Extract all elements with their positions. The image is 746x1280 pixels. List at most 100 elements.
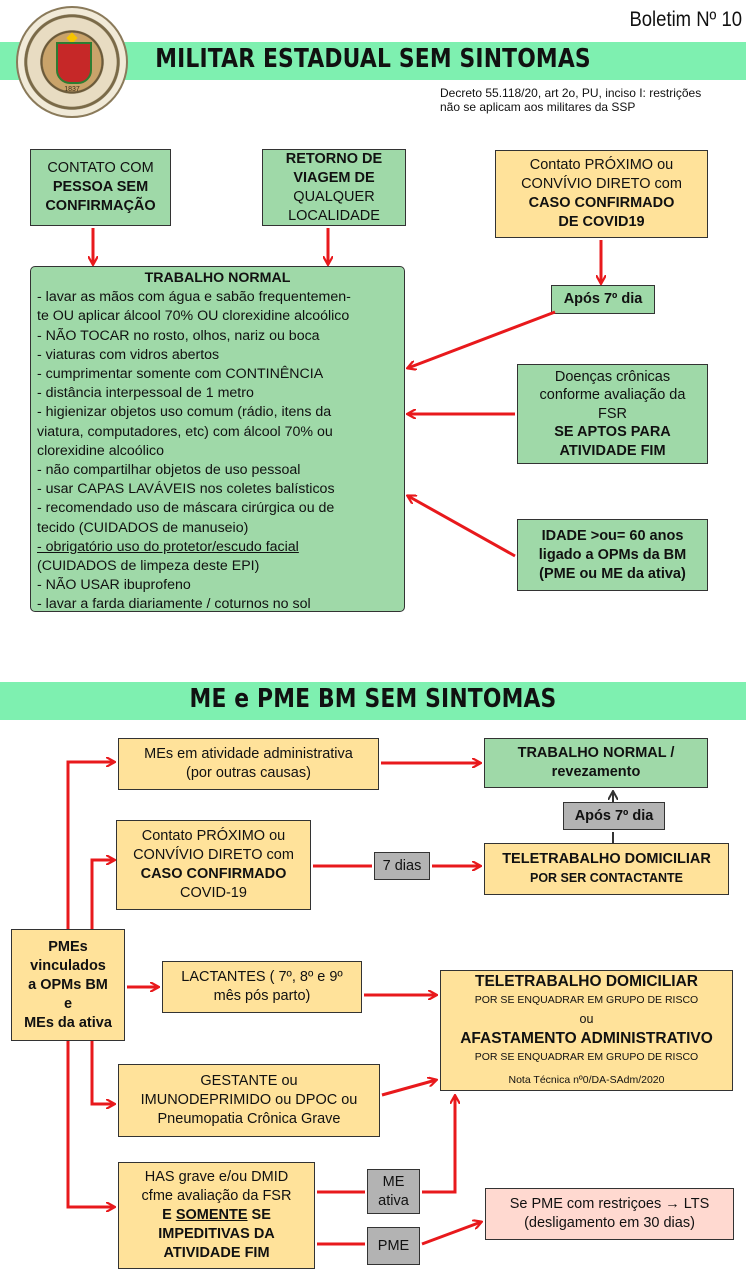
box-line: GESTANTE ou (200, 1073, 298, 1089)
idade-box: IDADE >ou= 60 anos ligado a OPMs da BM (… (517, 519, 708, 591)
trabalho-revezamento-box: TRABALHO NORMAL / revezamento (484, 738, 708, 788)
box-line: (por outras causas) (186, 765, 311, 781)
contato-proximo-box: Contato PRÓXIMO ou CONVÍVIO DIRETO com C… (495, 150, 708, 238)
contato-sem-confirmacao-box: CONTATO COM PESSOA SEM CONFIRMAÇÃO (30, 149, 171, 226)
has-se: SE (251, 1207, 271, 1223)
decree-note: Decreto 55.118/20, art 2o, PU, inciso I:… (440, 86, 740, 114)
decree-line: Decreto 55.118/20, art 2o, PU, inciso I:… (440, 86, 702, 100)
rule-line: - não compartilhar objetos de uso pessoa… (37, 462, 301, 479)
rule-line: te OU aplicar álcool 70% OU clorexidine … (37, 308, 350, 325)
box-line: vinculados (30, 957, 106, 974)
box-line: POR SE ENQUADRAR EM GRUPO DE RISCO (474, 993, 699, 1006)
box-line: E SOMENTE SE (162, 1206, 271, 1225)
arrow-pmes-to-gestante (90, 1041, 114, 1104)
box-line: QUALQUER (293, 188, 375, 205)
box-line: revezamento (551, 764, 641, 780)
lts-box: Se PME com restriçoes → LTS (desligament… (485, 1188, 734, 1240)
trabalho-normal-title: TRABALHO NORMAL (144, 270, 291, 286)
teletrabalho-risco-box: TELETRABALHO DOMICILIAR POR SE ENQUADRAR… (440, 970, 733, 1091)
seal-shield-icon (56, 42, 92, 84)
rule-line: - distância interpessoal de 1 metro (37, 385, 254, 402)
sete-dias-tag: 7 dias (374, 852, 430, 880)
apos-7-dia-label: Após 7º dia (551, 285, 655, 314)
box-line: TELETRABALHO DOMICILIAR (474, 972, 698, 990)
arrow-idade-to-trabalho (408, 496, 516, 558)
rule-line: - lavar as mãos com água e sabão frequen… (37, 289, 351, 306)
brigada-militar-seal-icon: 1837 (16, 6, 128, 118)
has-somente: SOMENTE (175, 1207, 248, 1223)
box-line: TRABALHO NORMAL / (517, 745, 675, 761)
arrow-pmes-to-contato (90, 860, 114, 929)
box-line: ativa (378, 1192, 409, 1209)
box-line: IMPEDITIVAS DA (158, 1226, 275, 1242)
box-line: Se PME com restriçoes → LTS (509, 1196, 710, 1212)
gestante-box: GESTANTE ou IMUNODEPRIMIDO ou DPOC ou Pn… (118, 1064, 380, 1137)
arrow-apos7-to-trabalho (408, 310, 556, 368)
box-line: CONFIRMAÇÃO (45, 198, 156, 214)
rule-line: - viaturas com vidros abertos (37, 346, 220, 363)
box-line: POR SE ENQUADRAR EM GRUPO DE RISCO (474, 1050, 699, 1063)
lactantes-box: LACTANTES ( 7º, 8º e 9º mês pós parto) (162, 961, 362, 1013)
box-line: MEs da ativa (24, 1014, 112, 1031)
box-line: HAS grave e/ou DMID (144, 1169, 289, 1185)
rule-line: tecido (CUIDADOS de manuseio) (37, 519, 249, 536)
box-line: Nota Técnica nº0/DA-SAdm/2020 (508, 1073, 665, 1086)
rule-line: - usar CAPAS LAVÁVEIS nos coletes balíst… (37, 481, 335, 498)
box-line: SE APTOS PARA (554, 424, 671, 441)
box-line: mês pós parto) (213, 988, 311, 1004)
box-line: PESSOA SEM (52, 179, 149, 195)
box-line: (desligamento em 30 dias) (524, 1215, 695, 1231)
section2-band (0, 682, 746, 720)
doencas-cronicas-box: Doenças crônicas conforme avaliação da F… (517, 364, 708, 464)
box-line: conforme avaliação da (539, 387, 686, 404)
box-line: AFASTAMENTO ADMINISTRATIVO (460, 1029, 713, 1047)
box-line: RETORNO DE (285, 150, 383, 167)
box-line: ATIVIDADE FIM (163, 1245, 270, 1261)
box-line: CASO CONFIRMADO (528, 195, 675, 211)
teletrabalho-contactante-box: TELETRABALHO DOMICILIAR POR SER CONTACTA… (484, 843, 729, 895)
arrow-pmes-to-has (66, 1041, 114, 1207)
box-line: ligado a OPMs da BM (538, 546, 687, 563)
seal-year: 1837 (64, 86, 80, 93)
trabalho-normal-box: TRABALHO NORMAL - lavar as mãos com água… (30, 266, 405, 612)
section1-title: MILITAR ESTADUAL SEM SINTOMAS (155, 44, 591, 74)
apos-7-dia-tag: Após 7º dia (563, 802, 665, 830)
rule-line: - higienizar objetos uso comum (rádio, i… (37, 404, 332, 421)
box-line: IMUNODEPRIMIDO ou DPOC ou (140, 1092, 358, 1108)
has-box: HAS grave e/ou DMID cfme avaliação da FS… (118, 1162, 315, 1269)
box-line: CONVÍVIO DIRETO com (133, 847, 294, 863)
box-line: ou (579, 1011, 594, 1026)
section2-title: ME e PME BM SEM SINTOMAS (189, 684, 557, 714)
rule-line: clorexidine alcoólico (37, 442, 164, 459)
box-line: CASO CONFIRMADO (140, 866, 287, 882)
rule-line: - lavar a farda diariamente / coturnos n… (37, 596, 311, 613)
pmes-box: PMEs vinculados a OPMs BM e MEs da ativa (11, 929, 125, 1041)
box-line: ATIVIDADE FIM (559, 442, 666, 459)
box-line: COVID-19 (180, 885, 247, 901)
box-line: DE COVID19 (558, 214, 645, 230)
arrow-me-ativa-to-risco (422, 1096, 455, 1194)
box-line: (PME ou ME da ativa) (539, 565, 686, 582)
contato-confirmado-box: Contato PRÓXIMO ou CONVÍVIO DIRETO com C… (116, 820, 311, 910)
retorno-viagem-box: RETORNO DE VIAGEM DE QUALQUER LOCALIDADE (262, 149, 406, 226)
rule-line: - NÃO USAR ibuprofeno (37, 577, 191, 594)
bulletin-number: Boletim Nº 10 (629, 8, 742, 31)
me-ativa-tag: ME ativa (367, 1169, 420, 1214)
box-line: Pneumopatia Crônica Grave (157, 1111, 341, 1127)
rule-line: viatura, computadores, etc) com álcool 7… (37, 423, 333, 440)
mes-admin-box: MEs em atividade administrativa (por out… (118, 738, 379, 790)
box-line: LACTANTES ( 7º, 8º e 9º (181, 969, 343, 985)
box-line: MEs em atividade administrativa (144, 746, 353, 762)
pme-tag: PME (367, 1227, 420, 1265)
box-line: ME (382, 1173, 405, 1190)
box-line: Doenças crônicas (554, 368, 671, 385)
box-line: a OPMs BM (28, 976, 108, 993)
box-line: FSR (598, 405, 627, 422)
box-line: CONVÍVIO DIRETO com (521, 176, 682, 192)
rule-line: - NÃO TOCAR no rosto, olhos, nariz ou bo… (37, 327, 320, 344)
box-line: TELETRABALHO DOMICILIAR (502, 851, 711, 867)
arrow-gestante-to-risco (381, 1080, 436, 1097)
box-line: IDADE >ou= 60 anos (541, 527, 684, 544)
rule-line: - cumprimentar somente com CONTINÊNCIA (37, 366, 324, 383)
